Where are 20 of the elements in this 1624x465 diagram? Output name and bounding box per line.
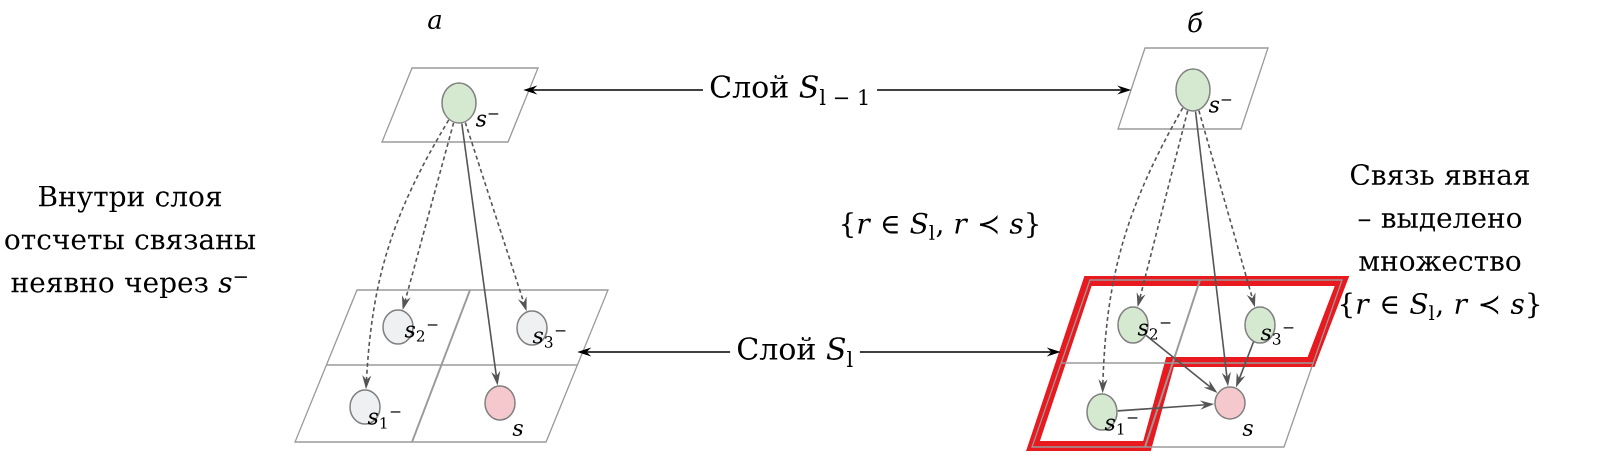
annotation-text: Внутри слоя отсчеты связаны неявно через s$^{−}$ — [5, 185, 256, 299]
circle-label: s — [1242, 423, 1253, 436]
plane-drawing — [381, 67, 539, 143]
plane-drawing — [294, 289, 609, 443]
panel-letter: а — [428, 14, 442, 30]
circle-label: s$_{2}$− — [404, 324, 438, 342]
circle-label: s$_{3}$− — [532, 330, 566, 348]
circle-label: s — [512, 423, 523, 436]
circle-label: s$^{−}$ — [475, 113, 499, 127]
layer-label: Слой S$_{l}$ — [738, 337, 853, 367]
layer-label: Слой S$_{l − 1}$ — [710, 75, 868, 105]
panel-letter: б — [1188, 11, 1204, 33]
circle-label: s$_{1}$− — [367, 411, 401, 429]
circle-label: s$_{3}$− — [1260, 327, 1294, 345]
annotation-text: Связь явная – выделено множество {r ∈ S$_{l}$, r ≺ s} — [1340, 163, 1540, 321]
plane-drawing — [1117, 47, 1269, 130]
set-formula: {r ∈ S$_{l}$, r ≺ s} — [841, 212, 1039, 240]
circle-label: s$_{1}$− — [1104, 417, 1138, 435]
circle-label: s$_{2}$− — [1137, 322, 1171, 340]
circle-label: s$^{−}$ — [1208, 99, 1232, 113]
